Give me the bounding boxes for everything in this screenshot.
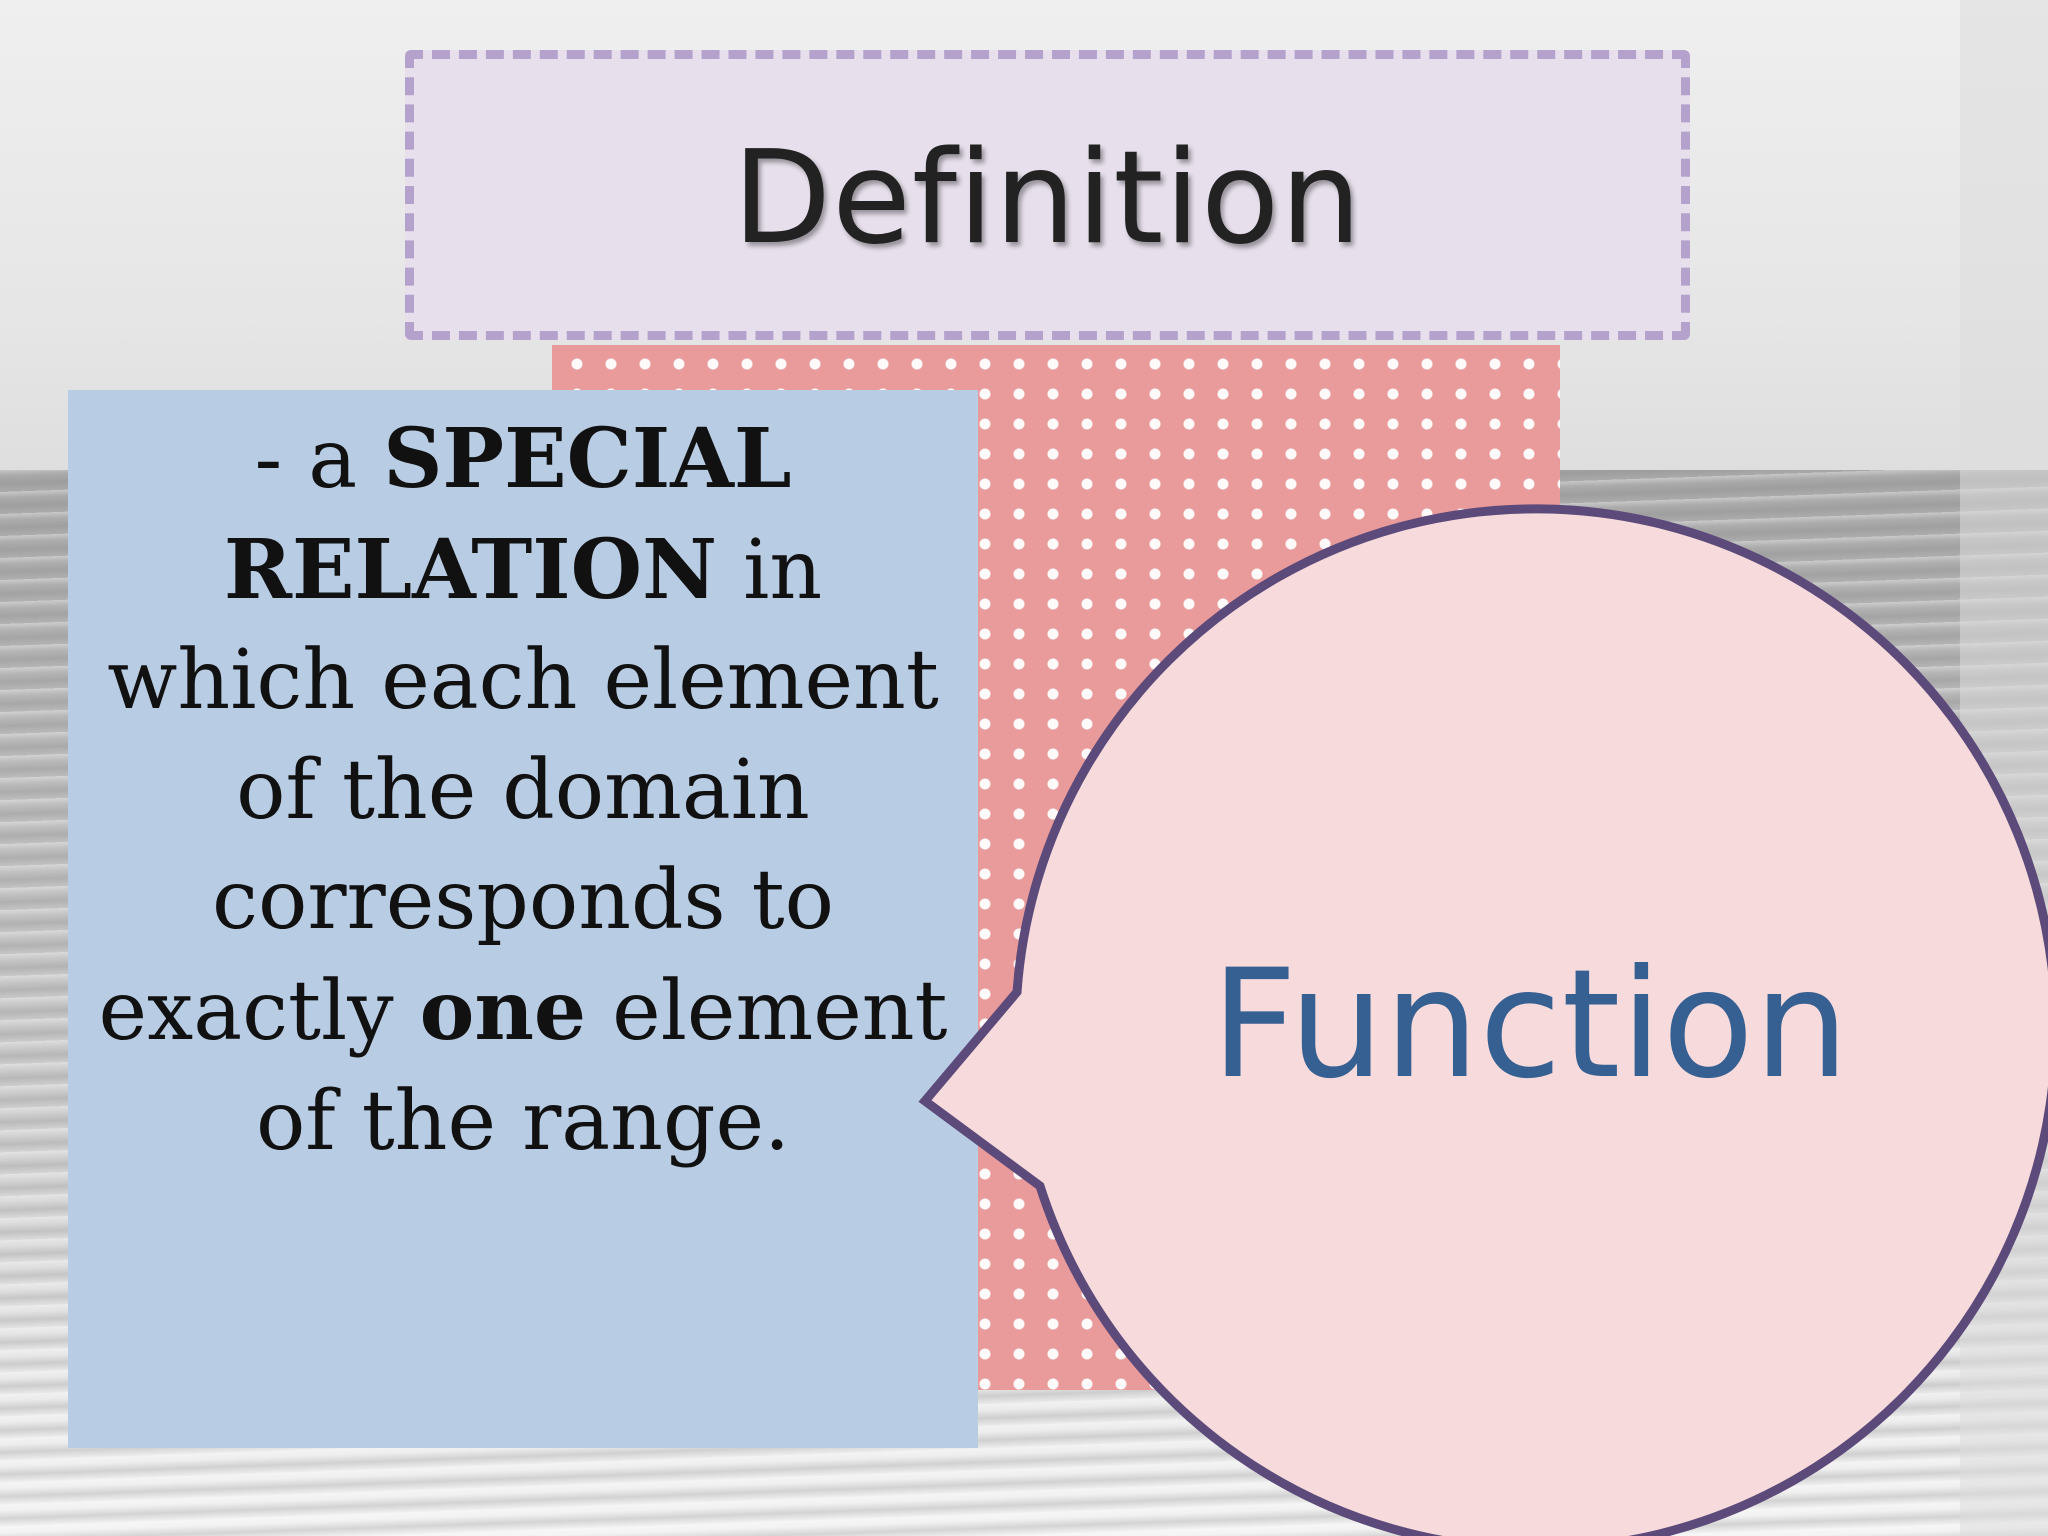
definition-text: - a SPECIAL RELATION in which each elemen… (88, 404, 958, 1177)
definition-one: one (419, 963, 587, 1059)
definition-special: SPECIAL (383, 411, 792, 507)
definition-dash: - (254, 412, 309, 507)
speech-bubble-shape (918, 504, 2048, 1536)
title-box: Definition (405, 50, 1690, 340)
slide-title: Definition (732, 123, 1363, 273)
bubble-label: Function (1210, 938, 1849, 1112)
definition-end: element of the range. (255, 964, 948, 1169)
definition-article: a (308, 412, 384, 507)
definition-relation: RELATION (223, 522, 718, 618)
definition-body: in which each element of the domain corr… (98, 523, 939, 1059)
definition-box: - a SPECIAL RELATION in which each elemen… (68, 390, 978, 1448)
